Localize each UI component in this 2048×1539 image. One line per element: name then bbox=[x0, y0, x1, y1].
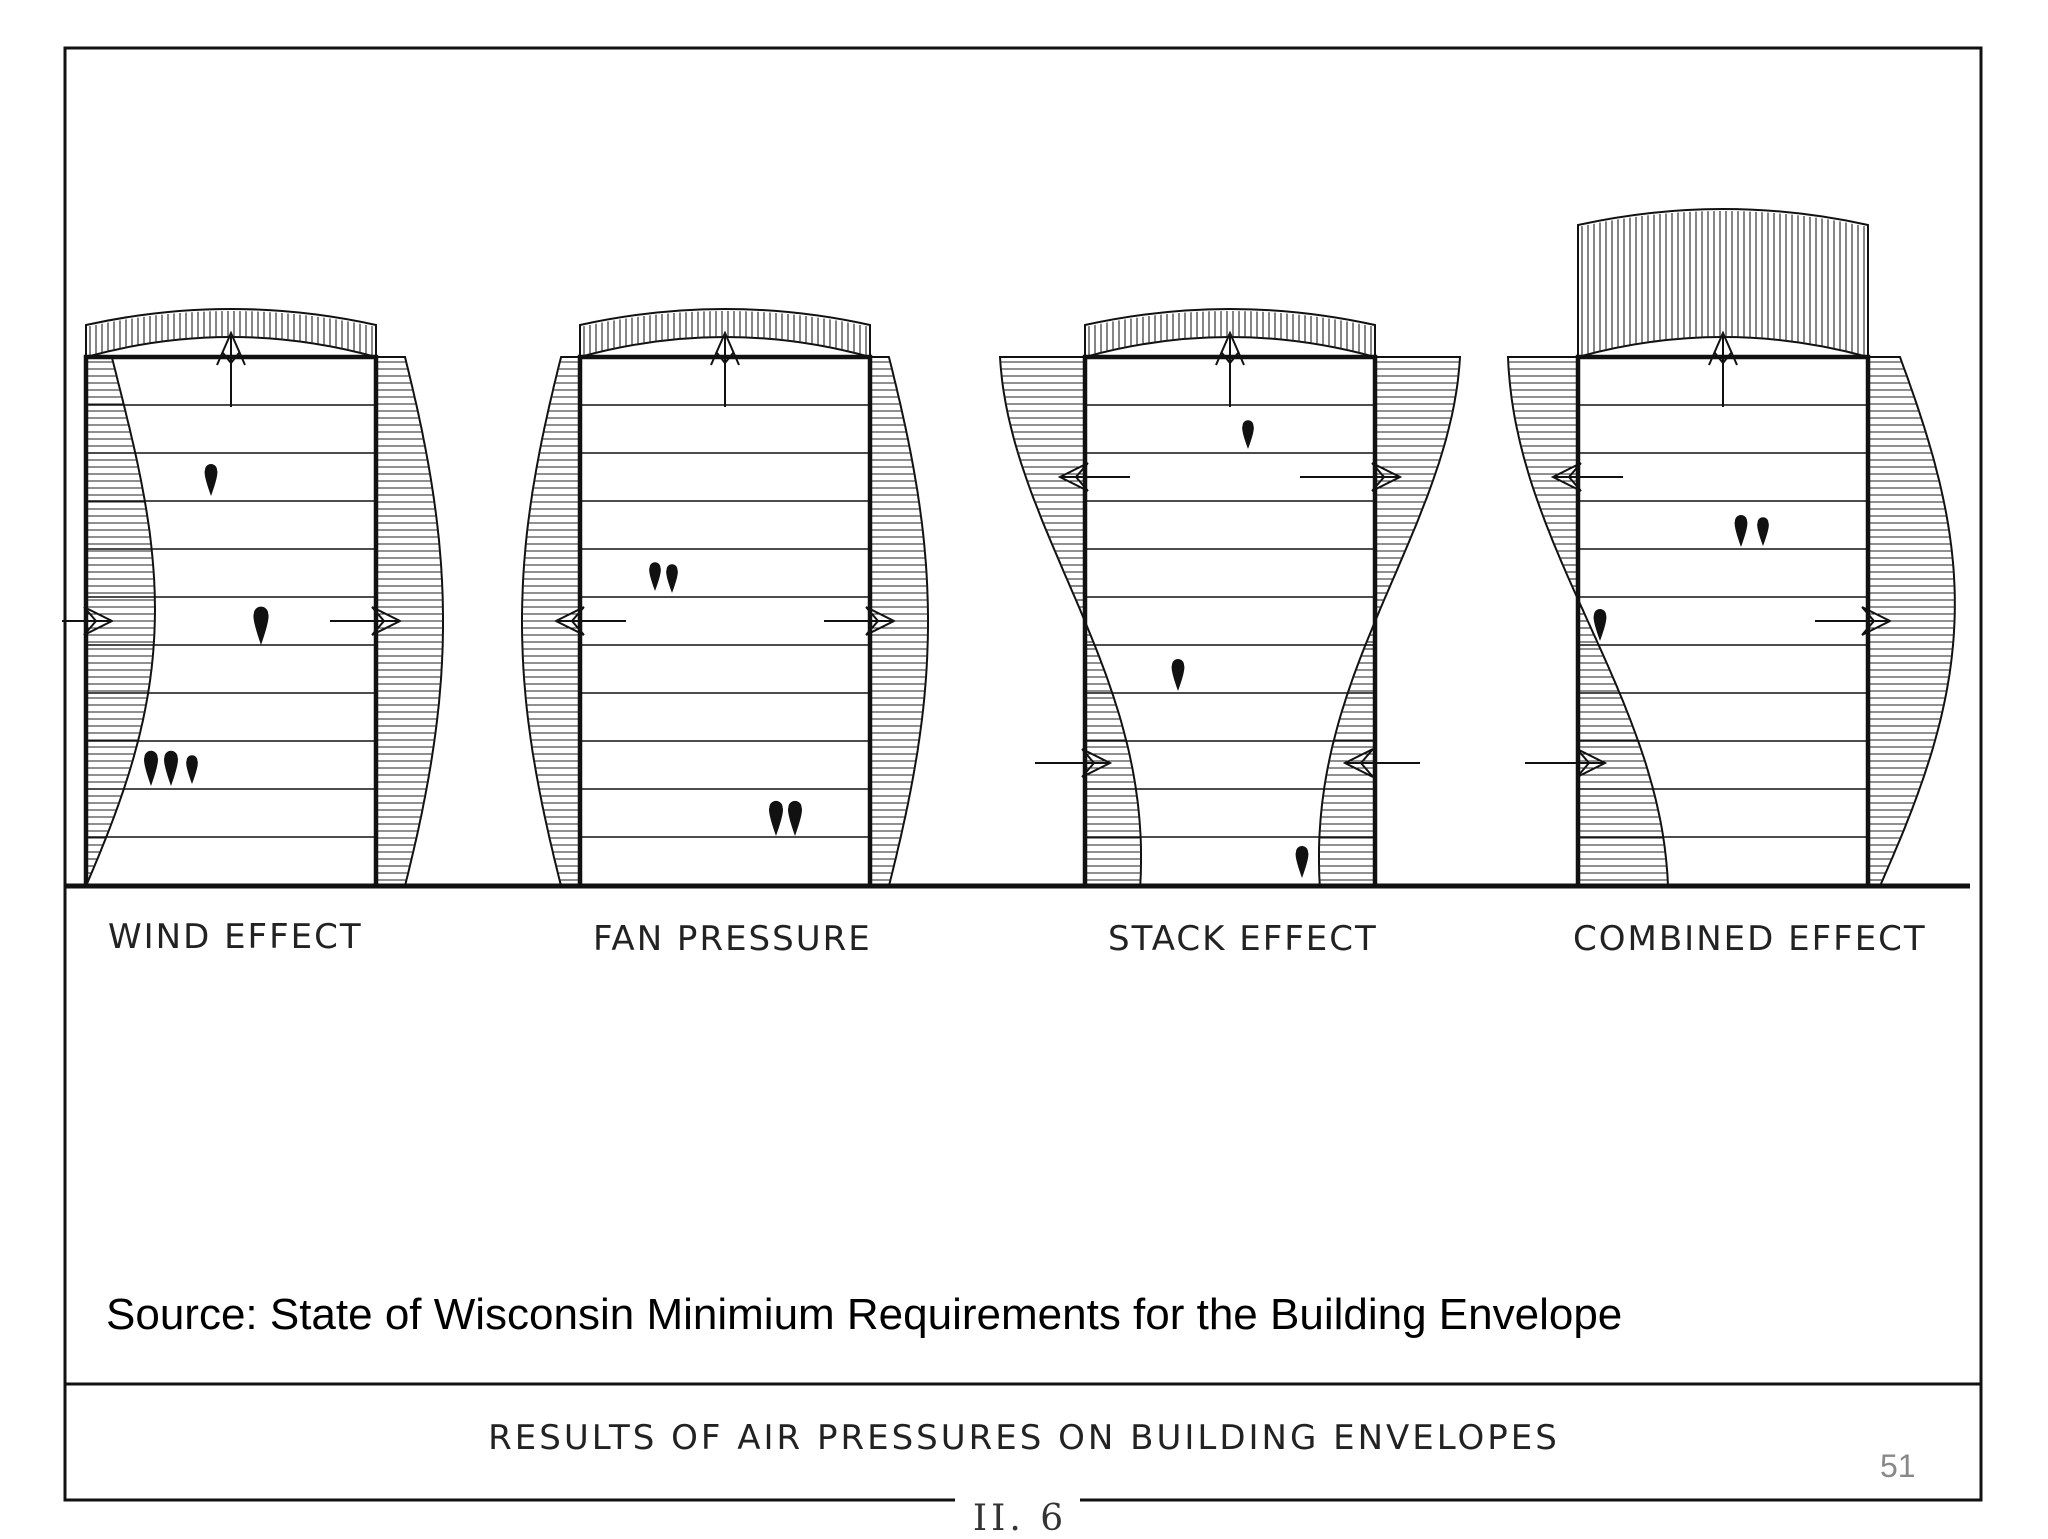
panel-label-fan-pressure: FAN PRESSURE bbox=[593, 919, 872, 959]
pressure-arrow-icon bbox=[1057, 462, 1089, 492]
panel-label-combined-effect: COMBINED EFFECT bbox=[1573, 919, 1927, 959]
air-leak-icon bbox=[1757, 517, 1769, 546]
right-wall-pressure-profile bbox=[869, 356, 929, 887]
air-leak-icon bbox=[1242, 420, 1254, 449]
panel-label-wind-effect: WIND EFFECT bbox=[108, 917, 363, 957]
page-number: 51 bbox=[1880, 1448, 1916, 1484]
roof-arrow-icon bbox=[216, 330, 246, 366]
air-leak-icon bbox=[186, 755, 198, 784]
figure-frame bbox=[63, 46, 1983, 1502]
air-leak-icon bbox=[649, 562, 661, 591]
right-wall-pressure-profile bbox=[1318, 356, 1462, 887]
building-combined-effect bbox=[1506, 208, 1956, 889]
figure-number: II. 6 bbox=[972, 1498, 1068, 1539]
roof-pressure-profile bbox=[85, 308, 377, 359]
air-leak-icon bbox=[164, 750, 178, 786]
building-fan-pressure bbox=[521, 308, 929, 889]
left-wall-pressure-profile bbox=[998, 356, 1142, 887]
roof-pressure-profile bbox=[1577, 208, 1869, 359]
roof-pressure-profile bbox=[579, 308, 871, 359]
left-wall-pressure-profile bbox=[1506, 356, 1670, 887]
air-leak-icon bbox=[769, 800, 783, 836]
pressure-arrow-icon bbox=[1342, 748, 1374, 778]
building-stack-effect bbox=[998, 308, 1462, 889]
air-leak-icon bbox=[1171, 659, 1185, 691]
air-leak-icon bbox=[204, 464, 218, 496]
panel-label-stack-effect: STACK EFFECT bbox=[1108, 919, 1378, 959]
figure-title: RESULTS OF AIR PRESSURES ON BUILDING ENV… bbox=[488, 1418, 1560, 1458]
air-leak-icon bbox=[666, 564, 678, 593]
pressure-arrow-icon bbox=[1371, 462, 1403, 492]
air-leak-icon bbox=[253, 606, 269, 645]
air-leak-icon bbox=[1734, 515, 1748, 547]
roof-arrow-icon bbox=[710, 330, 740, 366]
source-caption: Source: State of Wisconsin Minimium Requ… bbox=[106, 1290, 1623, 1339]
pressure-arrow-icon bbox=[553, 606, 585, 636]
pressure-arrow-icon bbox=[1550, 462, 1582, 492]
pressure-arrow-icon bbox=[83, 606, 115, 636]
air-leak-icon bbox=[144, 750, 158, 786]
air-leak-icon bbox=[1593, 609, 1607, 641]
pressure-arrow-icon bbox=[1576, 748, 1608, 778]
roof-arrow-icon bbox=[1215, 330, 1245, 366]
roof-arrow-icon bbox=[1708, 330, 1738, 366]
pressure-arrow-icon bbox=[1081, 748, 1113, 778]
pressure-arrow-icon bbox=[1861, 606, 1893, 636]
building-wind-effect bbox=[62, 308, 444, 889]
pressure-arrow-icon bbox=[865, 606, 897, 636]
right-wall-pressure-profile bbox=[1867, 356, 1956, 887]
pressure-arrow-icon bbox=[371, 606, 403, 636]
air-leak-icon bbox=[788, 800, 802, 836]
right-wall-pressure-profile bbox=[375, 356, 444, 887]
left-wall-pressure-profile bbox=[521, 356, 581, 887]
air-leak-icon bbox=[1295, 846, 1309, 878]
building-outline bbox=[1082, 354, 1378, 889]
roof-pressure-profile bbox=[1084, 308, 1376, 359]
